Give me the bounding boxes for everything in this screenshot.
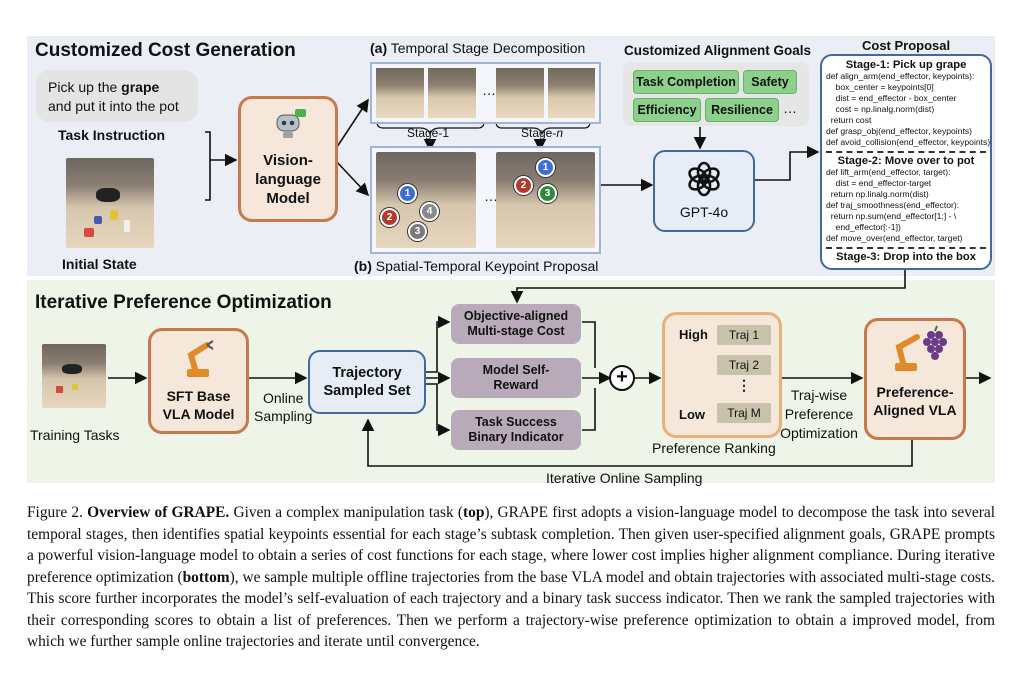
top-title: Customized Cost Generation: [35, 40, 296, 61]
task-instruction-box: Pick up the grape and put it into the po…: [36, 70, 198, 122]
traj-m: Traj M: [717, 403, 771, 423]
aligned-vla-label: Preference- Aligned VLA: [873, 384, 957, 418]
cost-task-success-box: Task Success Binary Indicator: [451, 410, 581, 450]
vlm-label: Vision- language Model: [255, 152, 321, 207]
keypoint-image-1: 1 2 3 4: [376, 152, 476, 248]
keypoint-2b: 2: [514, 176, 533, 195]
task-instruction-label: Task Instruction: [58, 127, 166, 143]
high-label: High: [679, 327, 708, 342]
trajwise-label: Traj-wise Preference Optimization: [780, 387, 858, 441]
initial-state-image: [66, 158, 154, 248]
blue-cube: [94, 216, 102, 224]
robot-head-icon: [273, 109, 306, 138]
openai-logo-icon: [685, 160, 723, 203]
bottom-title: Iterative Preference Optimization: [35, 292, 332, 313]
robot-arm-grape-icon: [887, 325, 947, 378]
frame-4: [548, 68, 595, 118]
keypoint-3b: 3: [538, 184, 557, 203]
cost-stage-2-title: Stage-2: Move over to pot: [837, 155, 975, 167]
keypoints-ellipsis: …: [484, 188, 498, 204]
traj-2: Traj 2: [717, 355, 771, 375]
keypoint-1: 1: [398, 184, 417, 203]
cost-stage-3-title: Stage-3: Drop into the box: [836, 251, 976, 263]
goals-box: Task Completion Safety Efficiency Resili…: [623, 62, 809, 126]
robot-arm-icon: [181, 337, 217, 384]
cost-self-reward-box: Model Self- Reward: [451, 358, 581, 398]
red-cube-2: [56, 386, 63, 393]
keypoint-3: 3: [408, 222, 427, 241]
frame-2: [428, 68, 476, 118]
cost-stage-2-code: def lift_arm(end_effector, target): dist…: [826, 167, 963, 243]
iterative-sampling-label: Iterative Online Sampling: [546, 470, 703, 486]
goal-efficiency: Efficiency: [633, 98, 701, 122]
stage-divider-2: [826, 247, 986, 249]
yellow-object: [110, 210, 118, 220]
frames-ellipsis: …: [482, 82, 496, 98]
aligned-vla-box: Preference- Aligned VLA: [864, 318, 966, 440]
initial-state-label: Initial State: [62, 256, 137, 272]
spatial-label: (b) Spatial-Temporal Keypoint Proposal: [354, 258, 599, 274]
white-object: [124, 220, 130, 232]
vlm-box: Vision- language Model: [238, 96, 338, 222]
gpt-label: GPT-4o: [679, 204, 729, 220]
cost-stage-1-code: def align_arm(end_effector, keypoints): …: [826, 71, 991, 147]
goal-safety: Safety: [743, 70, 797, 94]
goals-title: Customized Alignment Goals: [624, 43, 812, 58]
keypoint-image-2: 1 2 3: [496, 152, 595, 248]
task-instruction-text: Pick up the grape and put it into the po…: [48, 79, 179, 114]
stage-n-label: Stage-n: [521, 126, 564, 140]
goal-task-completion: Task Completion: [633, 70, 739, 94]
sft-label: SFT Base VLA Model: [162, 388, 235, 422]
trajectory-set-box: Trajectory Sampled Set: [308, 350, 426, 414]
trajectory-set-label: Trajectory Sampled Set: [323, 365, 411, 399]
keypoint-4: 4: [420, 202, 439, 221]
goals-ellipsis: …: [783, 100, 797, 116]
low-label: Low: [679, 407, 705, 422]
red-cube: [84, 228, 94, 237]
cost-stage-1-title: Stage-1: Pick up grape: [845, 59, 967, 71]
preference-ranking-label: Preference Ranking: [652, 440, 776, 456]
frame-1: [376, 68, 424, 118]
training-tasks-image: [42, 344, 106, 408]
pot-shape-2: [62, 364, 82, 374]
ranking-box: High Low Traj 1 Traj 2 ⋮ Traj M: [662, 312, 782, 438]
stage-1-label: Stage-1: [407, 126, 450, 140]
figure-caption: Figure 2. Overview of GRAPE. Given a com…: [27, 504, 995, 650]
keypoint-2: 2: [380, 208, 399, 227]
cost-proposal-box: Stage-1: Pick up grape def align_arm(end…: [820, 54, 992, 270]
goal-resilience: Resilience: [705, 98, 779, 122]
training-tasks-label: Training Tasks: [30, 427, 120, 443]
stage-divider: [826, 151, 986, 153]
cost-objective-box: Objective-aligned Multi-stage Cost: [451, 304, 581, 344]
gpt-box: GPT-4o: [653, 150, 755, 232]
frame-3: [496, 68, 544, 118]
plus-icon: +: [616, 366, 628, 388]
keypoint-1b: 1: [536, 158, 555, 177]
online-sampling-label: Online Sampling: [254, 390, 313, 424]
temporal-label: (a) Temporal Stage Decomposition: [370, 40, 586, 56]
traj-ellipsis: ⋮: [737, 377, 751, 393]
cost-title: Cost Proposal: [862, 38, 951, 53]
yellow-object-2: [72, 384, 78, 390]
pot-shape: [96, 188, 120, 202]
keypoint-frames: 1 2 3 4 … 1 2 3: [370, 146, 601, 254]
sft-box: SFT Base VLA Model: [148, 328, 249, 434]
temporal-frames: …: [370, 62, 601, 124]
traj-1: Traj 1: [717, 325, 771, 345]
